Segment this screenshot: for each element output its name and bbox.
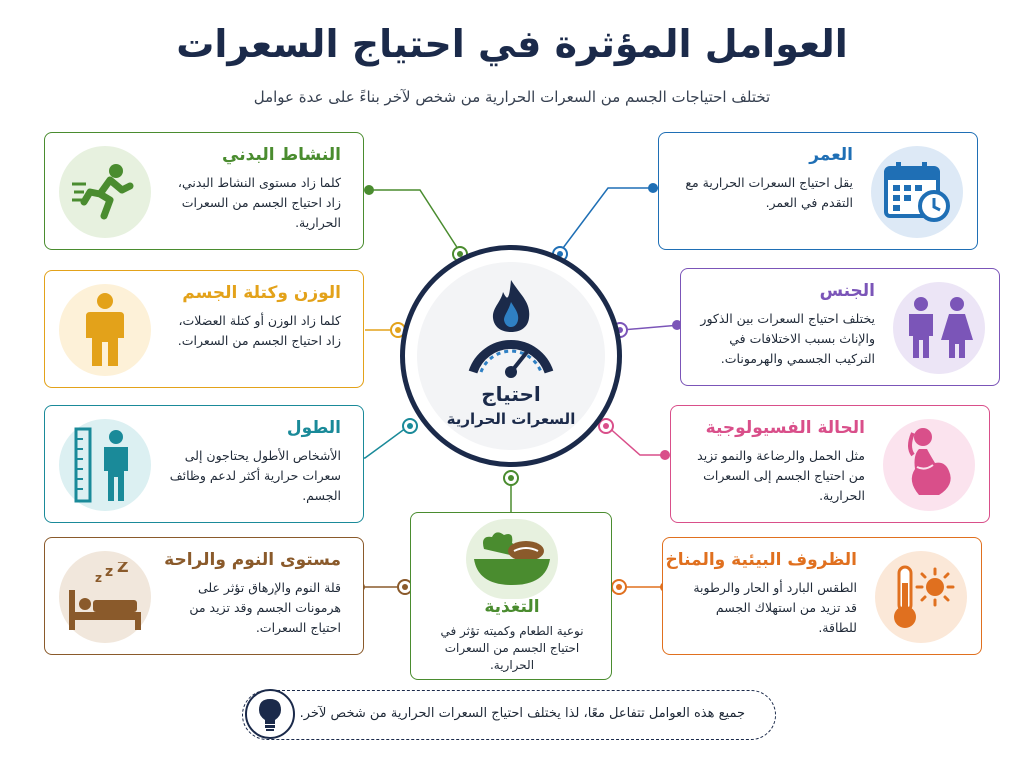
page-subtitle: تختلف احتياجات الجسم من السعرات الحرارية… <box>253 88 771 106</box>
node-climate <box>611 579 627 595</box>
footer-text: جميع هذه العوامل تتفاعل معًا، لذا يختلف … <box>299 706 745 721</box>
factor-card-height: الطول الأشخاص الأطول يحتاجون إلى سعرات ح… <box>44 405 364 523</box>
factor-text-nutrition: نوعية الطعام وكميته تؤثر في احتياج الجسم… <box>440 624 584 672</box>
factor-card-age: العمر يقل احتياج السعرات الحرارية مع الت… <box>658 132 978 250</box>
factor-card-weight: الوزن وكتلة الجسم كلما زاد الوزن أو كتلة… <box>44 270 364 388</box>
center-calorie-circle: احتياج السعرات الحرارية <box>400 245 622 467</box>
factor-card-physio: الحالة الفسيولوجية مثل الحمل والرضاعة وا… <box>670 405 990 523</box>
node-height <box>402 418 418 434</box>
end-dot-physio <box>660 450 670 460</box>
footer-note: جميع هذه العوامل تتفاعل معًا، لذا يختلف … <box>242 689 776 740</box>
male-female-icon <box>893 282 985 374</box>
food-bowl-icon <box>466 519 558 599</box>
connector-physio <box>605 424 665 456</box>
running-person-icon <box>59 146 151 238</box>
factor-text-activity: كلما زاد مستوى النشاط البدني، زاد احتياج… <box>177 175 341 230</box>
node-physio <box>598 418 614 434</box>
person-icon <box>59 284 151 376</box>
factor-title-climate: الظروف البيئية والمناخ <box>665 550 857 570</box>
factor-text-gender: يختلف احتياج السعرات بين الذكور والإناث … <box>700 311 875 366</box>
factor-card-gender: الجنس يختلف احتياج السعرات بين الذكور وا… <box>680 268 1000 386</box>
factor-text-weight: كلما زاد الوزن أو كتلة العضلات، زاد احتي… <box>177 313 341 348</box>
sleeping-bed-icon: z z Z <box>59 551 151 643</box>
factor-title-weight: الوزن وكتلة الجسم <box>182 283 341 303</box>
factor-title-age: العمر <box>809 145 853 165</box>
end-dot-activity <box>364 185 374 195</box>
factor-title-sleep: مستوى النوم والراحة <box>164 550 341 570</box>
factor-text-age: يقل احتياج السعرات الحرارية مع التقدم في… <box>685 175 853 210</box>
factor-title-physio: الحالة الفسيولوجية <box>705 418 865 438</box>
factor-title-gender: الجنس <box>819 281 875 301</box>
center-label-line2: السعرات الحرارية <box>446 410 576 428</box>
factor-title-height: الطول <box>286 418 341 438</box>
thermometer-sun-icon <box>875 551 967 643</box>
factor-text-climate: الطقس البارد أو الحار والرطوبة قد تزيد م… <box>693 580 857 635</box>
calendar-clock-icon <box>871 146 963 238</box>
end-dot-gender <box>672 320 682 330</box>
height-ruler-icon <box>59 419 151 511</box>
svg-text:z: z <box>105 564 113 580</box>
factor-text-sleep: قلة النوم والإرهاق تؤثر على هرمونات الجس… <box>189 580 341 635</box>
svg-text:z: z <box>95 571 102 585</box>
factor-card-nutrition: التغذية نوعية الطعام وكميته تؤثر في احتي… <box>410 512 612 680</box>
flame-gauge-icon <box>468 280 554 378</box>
page-title: العوامل المؤثرة في احتياج السعرات <box>176 22 848 66</box>
center-label-line1: احتياج <box>481 382 541 406</box>
factor-card-sleep: z z Z مستوى النوم والراحة قلة النوم والإ… <box>44 537 364 655</box>
end-dot-age <box>648 183 658 193</box>
pregnant-woman-icon <box>883 419 975 511</box>
factor-card-activity: النشاط البدني كلما زاد مستوى النشاط البد… <box>44 132 364 250</box>
connector-age <box>559 187 658 253</box>
factor-text-physio: مثل الحمل والرضاعة والنمو تزيد من احتياج… <box>697 448 865 503</box>
node-nutrition <box>503 470 519 486</box>
connector-activity <box>365 189 461 253</box>
factor-card-climate: الظروف البيئية والمناخ الطقس البارد أو ا… <box>662 537 982 655</box>
lightbulb-icon <box>245 689 295 739</box>
factor-title-activity: النشاط البدني <box>222 145 341 165</box>
factor-text-height: الأشخاص الأطول يحتاجون إلى سعرات حرارية … <box>169 448 341 503</box>
factor-title-nutrition: التغذية <box>484 597 540 617</box>
svg-text:Z: Z <box>117 562 129 576</box>
connector-gender <box>621 324 681 331</box>
